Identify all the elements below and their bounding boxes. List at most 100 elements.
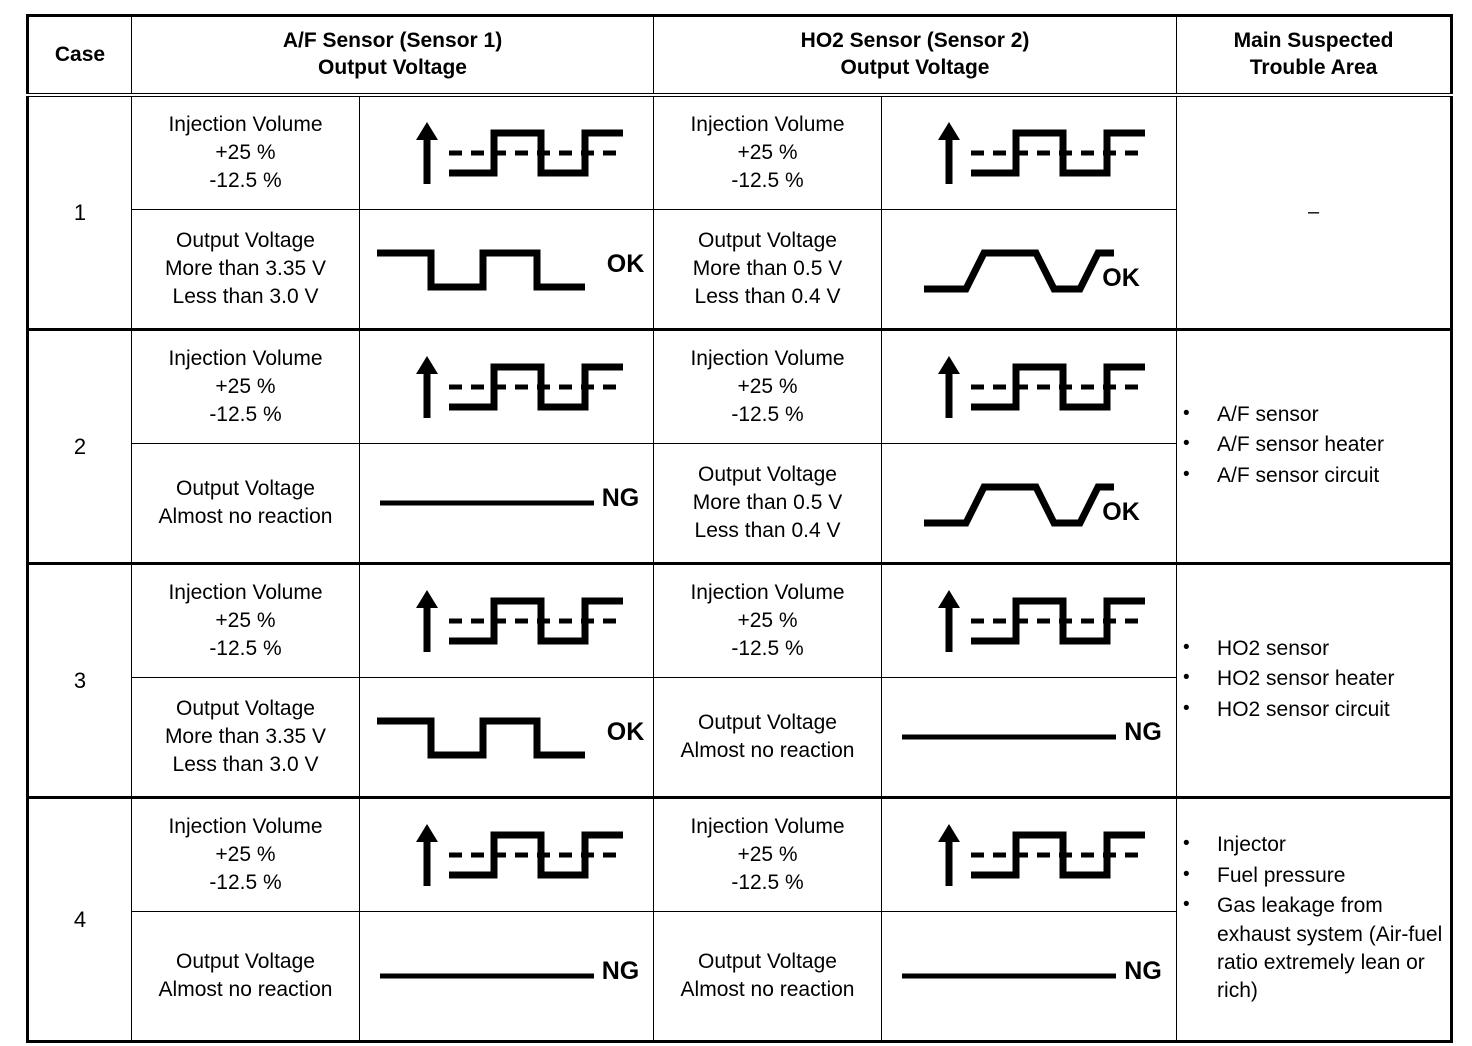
ho2-injection-waveform (881, 562, 1178, 678)
up-arrow-head (415, 824, 438, 842)
af-output-line-3: Less than 3.0 V (172, 284, 319, 308)
af-output-line-1: Output Voltage (176, 950, 315, 974)
af-injection-description: Injection Volume +25 % -12.5 % (131, 796, 360, 912)
header-ho2-sensor-line1: HO2 Sensor (Sensor 2) (800, 29, 1030, 53)
ho2-injection-description: Injection Volume+25 %-12.5 % (653, 328, 883, 444)
bullet-icon: • (1183, 433, 1190, 455)
ho2-injection-line-3: -12.5 % (731, 168, 804, 192)
ho2-injection-line-2: +25 % (737, 141, 798, 165)
square-wave-path (971, 831, 1146, 879)
ho2-injection-line-1: Injection Volume (690, 581, 845, 605)
af-output-line-1: Output Voltage (176, 229, 315, 253)
injection-waveform-svg (938, 590, 1146, 652)
injection-waveform-svg (938, 122, 1146, 184)
ho2-injection-waveform (881, 93, 1178, 210)
square-wave-path (448, 831, 623, 879)
af-output-line-1: Output Voltage (176, 697, 315, 721)
flat-line-waveform-svg (379, 500, 594, 506)
ho2-trapezoid-waveform-svg (924, 249, 1115, 293)
ho2-output-line-2: More than 0.5 V (692, 491, 843, 515)
injection-waveform-svg (415, 122, 623, 184)
ho2-output-waveform: NG (881, 911, 1178, 1042)
case-number-cell: 4 (27, 796, 132, 1042)
trouble-item-label: A/F sensor (1217, 402, 1319, 426)
header-af-sensor-line2: Output Voltage (318, 56, 467, 79)
ho2-output-line-3: Less than 0.4 V (694, 518, 841, 542)
header-af-sensor-line1: A/F Sensor (Sensor 1) (282, 29, 503, 53)
square-wave-path (971, 597, 1146, 645)
ho2-injection-waveform (881, 328, 1178, 444)
af-output-waveform: NG (358, 911, 655, 1042)
ho2-injection-description: Injection Volume+25 %-12.5 % (653, 562, 883, 678)
af-injection-line-2: +25 % (215, 609, 276, 633)
af-square-waveform-svg (376, 249, 585, 291)
header-trouble-line2: Trouble Area (1249, 56, 1378, 79)
ho2-injection-line-1: Injection Volume (690, 815, 845, 839)
ho2-injection-line-3: -12.5 % (731, 870, 804, 894)
af-output-line-2: Almost no reaction (158, 978, 333, 1001)
af-injection-line-1: Injection Volume (168, 113, 323, 137)
trouble-list: •HO2 sensor•HO2 sensor heater•HO2 sensor… (1177, 635, 1450, 724)
af-output-line-2: More than 3.35 V (164, 257, 327, 281)
ho2-injection-line-1: Injection Volume (690, 347, 845, 371)
trouble-list-item: •Gas leakage from exhaust system (Air-fu… (1177, 892, 1450, 1005)
ho2-output-line-2: Almost no reaction (680, 739, 855, 762)
trouble-list-item: •HO2 sensor (1177, 635, 1450, 663)
ho2-injection-waveform (881, 796, 1178, 912)
ho2-output-waveform: OK (881, 443, 1178, 564)
af-verdict-label: NG (601, 956, 640, 985)
trouble-item-label: HO2 sensor (1217, 636, 1330, 660)
injection-waveform-svg (938, 356, 1146, 418)
square-wave-path (448, 597, 623, 645)
ho2-injection-line-1: Injection Volume (690, 113, 845, 137)
bullet-icon: • (1183, 863, 1190, 885)
bullet-icon: • (1183, 833, 1190, 855)
af-injection-description: Injection Volume+25 %-12.5 % (131, 93, 360, 210)
trouble-item-label: HO2 sensor heater (1217, 667, 1395, 691)
ho2-verdict-label: OK (1102, 497, 1140, 526)
header-case-label: Case (54, 42, 106, 66)
af-square-waveform-svg (376, 717, 585, 759)
trouble-list-item: •HO2 sensor heater (1177, 665, 1450, 693)
up-arrow-head (415, 122, 438, 140)
af-injection-description: Injection Volume+25 %-12.5 % (131, 328, 360, 444)
trouble-list-item: •A/F sensor (1177, 401, 1450, 429)
ho2-injection-description: Injection Volume +25 % -12.5 % (653, 796, 883, 912)
af-output-line-2: Almost no reaction (158, 505, 333, 528)
af-injection-waveform (358, 93, 655, 210)
af-output-line-2: More than 3.35 V (164, 725, 327, 749)
af-injection-line-2: +25 % (215, 843, 276, 867)
af-injection-line-3: -12.5 % (209, 636, 282, 660)
injection-waveform-svg (938, 824, 1146, 886)
injection-waveform-svg (415, 824, 623, 886)
up-arrow-head (938, 824, 961, 842)
up-arrow-head (938, 356, 961, 374)
af-injection-line-3: -12.5 % (209, 870, 282, 894)
af-injection-line-1: Injection Volume (168, 815, 323, 839)
trouble-item-label: A/F sensor heater (1217, 433, 1384, 457)
ho2-injection-line-3: -12.5 % (731, 402, 804, 426)
ho2-injection-line-2: +25 % (737, 843, 798, 867)
flat-line-waveform-svg (902, 973, 1117, 979)
trouble-item-label: Injector (1217, 833, 1286, 857)
injection-waveform-svg (415, 590, 623, 652)
trouble-item-label: HO2 sensor circuit (1217, 697, 1390, 721)
case-4-trouble-area: •Injector•Fuel pressure•Gas leakage from… (1176, 796, 1453, 1042)
ho2-injection-line-3: -12.5 % (731, 636, 804, 660)
up-arrow-head (938, 122, 961, 140)
ho2-verdict-label: NG (1124, 956, 1162, 985)
af-output-line-1: Output Voltage (176, 477, 315, 501)
af-ho2-diagnostic-table: Case A/F Sensor (Sensor 1) Output Voltag… (26, 14, 1454, 1043)
ho2-trapezoid-waveform-svg (924, 483, 1115, 527)
